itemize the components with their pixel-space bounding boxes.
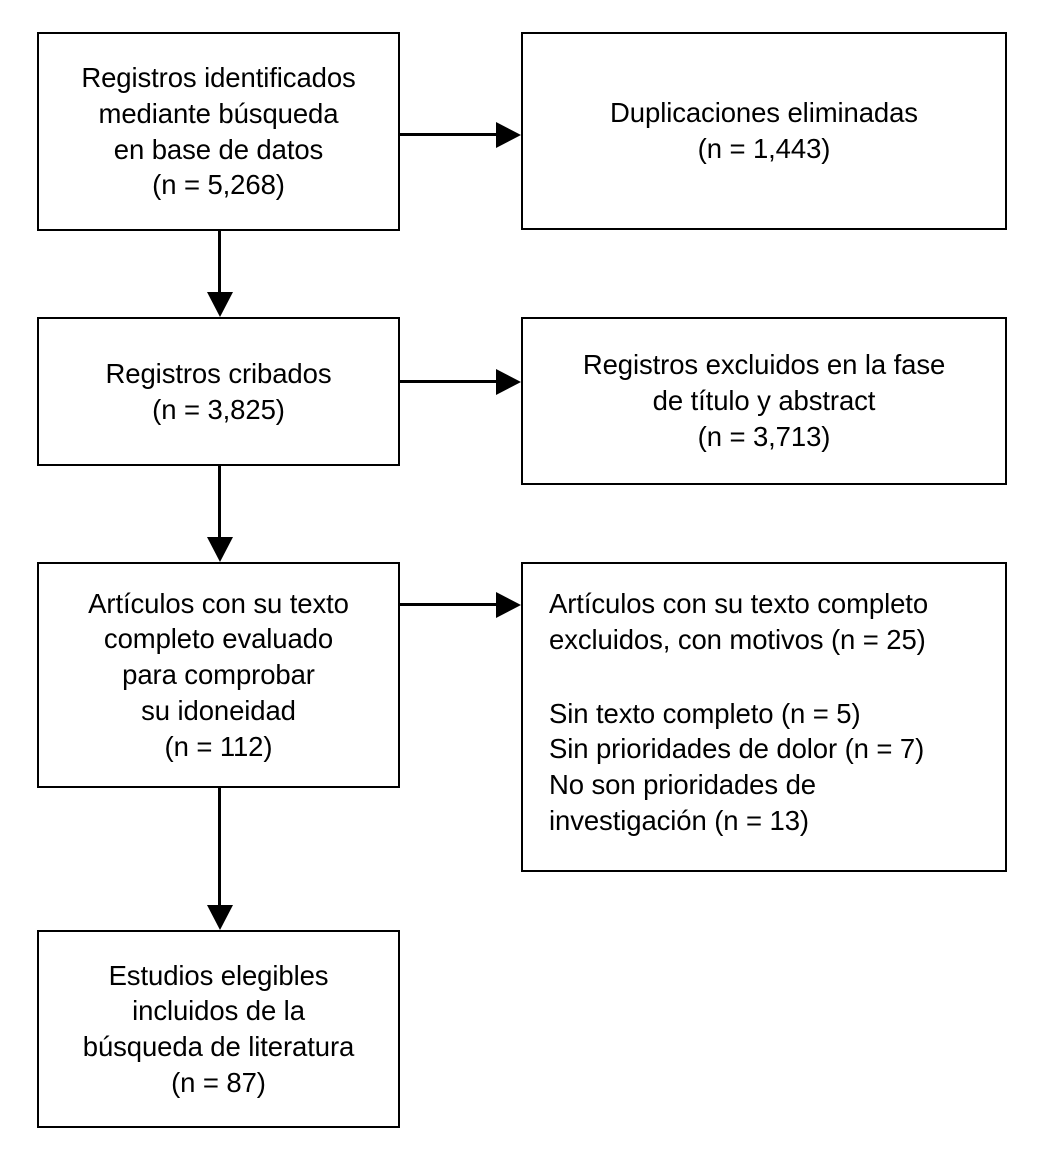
records-screened-box: Registros cribados (n = 3,825) — [37, 317, 400, 466]
records-screened-count: (n = 3,825) — [152, 393, 285, 425]
records-identified-line-1: Registros identificados — [81, 62, 356, 93]
records-identified-count: (n = 5,268) — [152, 169, 285, 201]
fulltext-assessed-line-4: su idoneidad — [141, 694, 296, 726]
records-excluded-title-abstract-box: Registros excluidos en la fase de título… — [521, 317, 1007, 485]
arrow-shaft — [218, 466, 221, 539]
fulltext-excluded-reason-3a: No son prioridades de — [549, 769, 816, 800]
fulltext-assessed-box: Artículos con su texto completo evaluado… — [37, 562, 400, 788]
studies-included-line-2: incluidos de la — [132, 995, 305, 1027]
arrow-shaft — [218, 788, 221, 907]
studies-included-line-1: Estudios elegibles — [108, 959, 329, 991]
fulltext-excluded-reason-1: Sin texto completo (n = 5) — [549, 697, 861, 729]
duplicates-removed-label: Duplicaciones eliminadas — [610, 97, 918, 129]
arrow-head-down-icon — [206, 292, 233, 317]
arrow-shaft — [400, 380, 498, 383]
records-excluded-ta-line-1: Registros excluidos en la fase — [582, 349, 946, 381]
records-identified-box: Registros identificados mediante búsqued… — [37, 32, 400, 231]
arrow-shaft — [400, 133, 498, 136]
arrow-head-down-icon — [206, 537, 233, 562]
studies-included-line-3: búsqueda de literatura — [82, 1031, 355, 1062]
fulltext-excluded-line-1: Artículos con su texto completo — [549, 588, 929, 619]
arrow-head-right-icon — [496, 368, 521, 395]
fulltext-excluded-reason-3b: investigación (n = 13) — [549, 804, 809, 836]
records-excluded-ta-count: (n = 3,713) — [697, 420, 831, 452]
records-identified-line-2: mediante búsqueda — [98, 97, 339, 129]
arrow-head-down-icon — [206, 905, 233, 930]
fulltext-assessed-line-2: completo evaluado — [103, 623, 334, 655]
fulltext-excluded-box: Artículos con su texto completo excluido… — [521, 562, 1007, 872]
duplicates-removed-box: Duplicaciones eliminadas (n = 1,443) — [521, 32, 1007, 230]
fulltext-assessed-count: (n = 112) — [164, 730, 273, 762]
studies-included-box: Estudios elegibles incluidos de la búsqu… — [37, 930, 400, 1128]
duplicates-removed-count: (n = 1,443) — [697, 133, 831, 164]
fulltext-assessed-line-3: para comprobar — [122, 659, 315, 691]
fulltext-excluded-reason-2: Sin prioridades de dolor (n = 7) — [549, 733, 925, 765]
arrow-head-right-icon — [496, 591, 521, 618]
records-excluded-ta-line-2: de título y abstract — [652, 385, 876, 417]
fulltext-assessed-line-1: Artículos con su texto — [88, 587, 349, 619]
arrow-shaft — [218, 231, 221, 294]
records-screened-label: Registros cribados — [105, 357, 332, 389]
records-identified-line-3: en base de datos — [113, 133, 324, 165]
arrow-head-right-icon — [496, 121, 521, 148]
studies-included-count: (n = 87) — [171, 1066, 266, 1098]
arrow-shaft — [400, 603, 498, 606]
fulltext-excluded-line-2: excluidos, con motivos (n = 25) — [549, 623, 926, 655]
